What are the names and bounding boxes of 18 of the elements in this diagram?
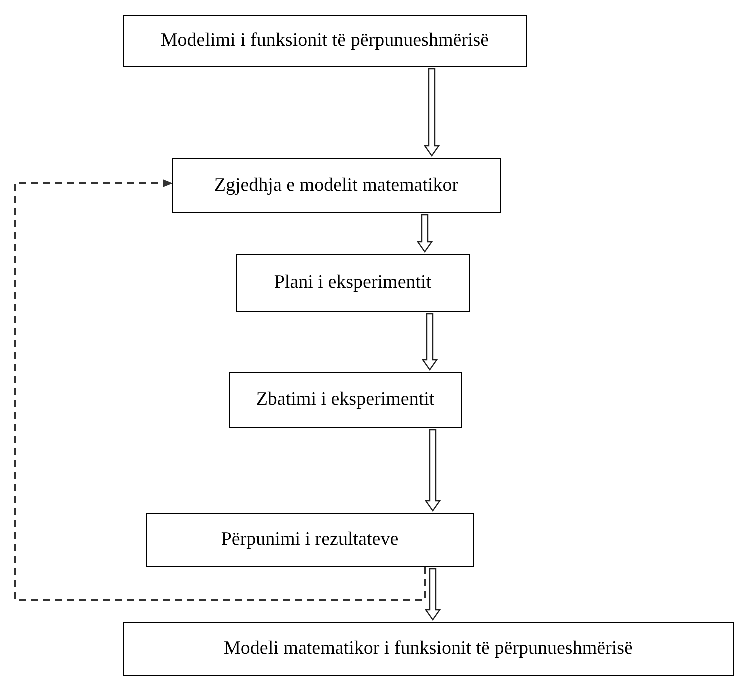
- process-box: [236, 254, 470, 312]
- arrow: [14, 180, 426, 601]
- box-label: Përpunimi i rezultateve: [221, 528, 399, 552]
- process-box: [172, 158, 501, 213]
- box-label: Modelimi i funksionit të përpunueshmërisë: [160, 29, 490, 53]
- arrow: [424, 429, 442, 512]
- process-box: [146, 513, 474, 567]
- box-label: Plani i eksperimentit: [274, 271, 432, 295]
- arrow: [424, 568, 442, 622]
- process-box: [123, 15, 527, 67]
- arrow: [422, 313, 438, 372]
- process-box: [123, 622, 734, 676]
- process-box: [229, 372, 462, 428]
- arrow: [416, 214, 434, 254]
- box-label: Zbatimi i eksperimentit: [256, 388, 435, 412]
- arrow: [424, 68, 440, 158]
- box-label: Modeli matematikor i funksionit të përpunueshmërisë: [224, 637, 633, 661]
- box-label: Zgjedhja e modelit matematikor: [214, 174, 459, 198]
